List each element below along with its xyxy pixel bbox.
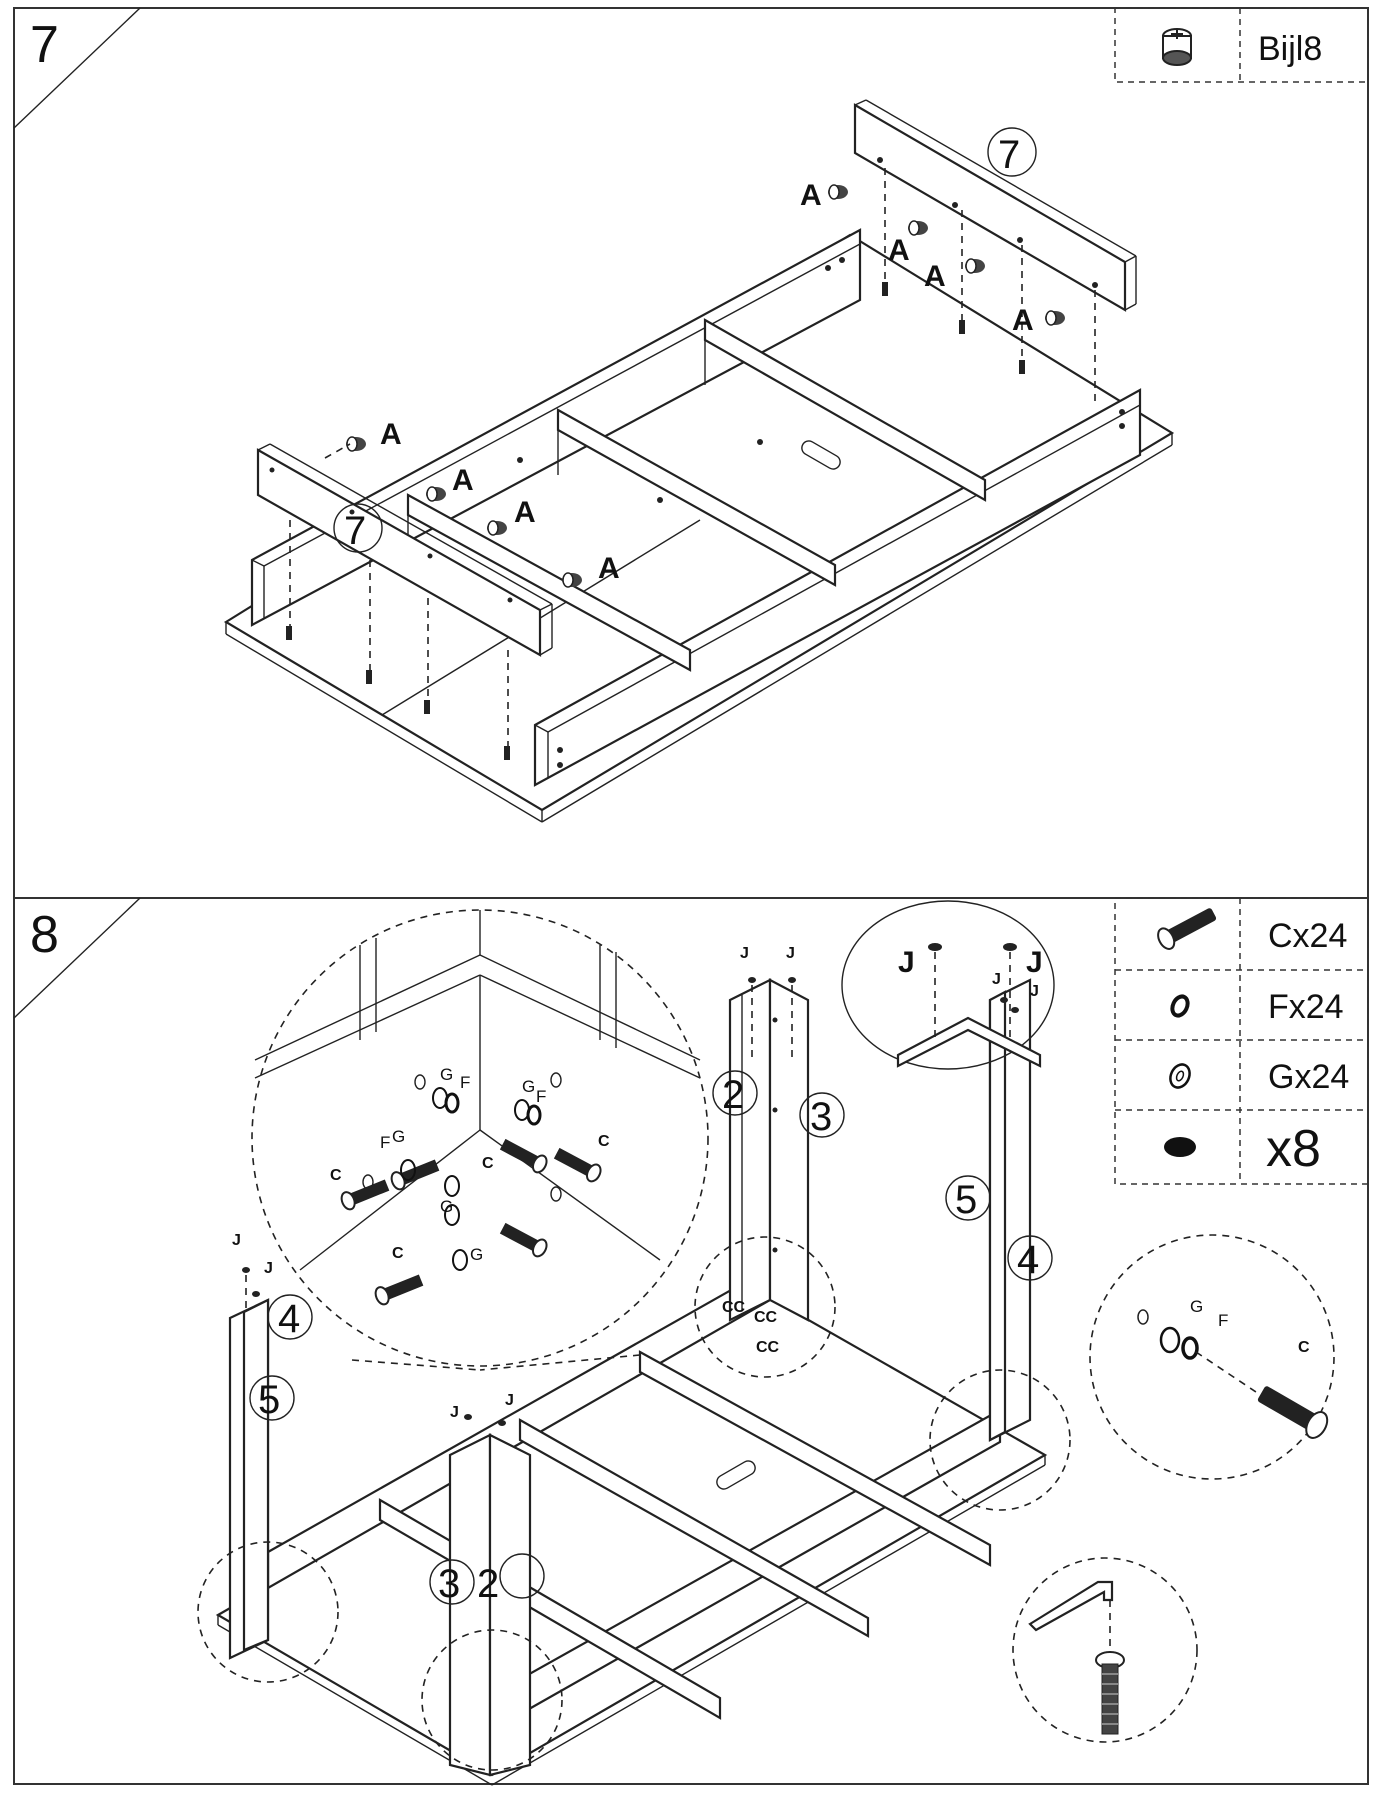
svg-text:G: G <box>440 1065 453 1084</box>
svg-text:J: J <box>740 945 749 962</box>
svg-text:J: J <box>1026 946 1043 979</box>
frame-rails <box>250 228 1142 787</box>
svg-text:CC: CC <box>754 1309 778 1326</box>
bolt-detail-circle: G F C <box>1089 1234 1335 1480</box>
svg-text:G: G <box>440 1197 453 1216</box>
leg-number: 4 <box>1017 1238 1039 1282</box>
svg-text:J: J <box>264 1260 273 1277</box>
svg-text:F: F <box>1218 1311 1228 1330</box>
flat-washer-icon <box>1169 1063 1191 1089</box>
svg-text:C: C <box>1298 1339 1310 1356</box>
panel-7-marker-right: 7 <box>987 127 1037 177</box>
allen-key-detail <box>1012 1557 1198 1743</box>
leg-number: 3 <box>438 1562 460 1606</box>
cam-label-a: A <box>888 234 910 267</box>
svg-text:C: C <box>598 1133 610 1150</box>
legend-label-bolt: Cx24 <box>1268 917 1347 955</box>
table-frame <box>215 1266 1048 1786</box>
svg-text:J: J <box>898 946 915 979</box>
step-7-panel: 7 Bijl8 <box>13 7 1369 899</box>
corner-detail-circle: G F G F F G G G C C C C <box>251 909 709 1367</box>
step-7-corner-divider <box>13 7 141 129</box>
leg-markers: 2 3 5 4 4 5 3 2 <box>249 1070 1053 1606</box>
table-legs <box>228 978 1032 1777</box>
leg-number: 2 <box>477 1562 499 1606</box>
cam-label-a: A <box>1012 304 1034 337</box>
end-panel-left <box>256 443 553 760</box>
svg-text:C: C <box>392 1245 404 1262</box>
cam-label-a: A <box>514 496 536 529</box>
svg-text:C: C <box>482 1155 494 1172</box>
svg-text:7: 7 <box>998 133 1020 177</box>
legend-label-spring-washer: Fx24 <box>1268 988 1344 1026</box>
cam-lock-icon <box>1162 28 1192 66</box>
svg-text:G: G <box>522 1077 535 1096</box>
cap-icon <box>1164 1137 1196 1157</box>
cam-label-a: A <box>380 418 402 451</box>
cam-locks: A A A A A A A A <box>324 179 1065 588</box>
legend-label-cap: x8 <box>1266 1120 1321 1178</box>
step-8-panel: 8 Cx24 Fx24 Gx24 <box>13 897 1369 1786</box>
cam-label-a: A <box>598 552 620 585</box>
svg-text:7: 7 <box>344 509 366 553</box>
cam-label-a: A <box>452 464 474 497</box>
cap-detail-circle: J J <box>841 900 1055 1070</box>
spring-washer-icon <box>1170 994 1190 1018</box>
panel-7-marker-left: 7 <box>333 503 383 553</box>
leg-number: 4 <box>278 1297 300 1341</box>
cam-label-a: A <box>924 260 946 293</box>
end-panel-right <box>853 99 1137 405</box>
leg-number: 3 <box>810 1095 832 1139</box>
svg-text:J: J <box>992 971 1001 988</box>
svg-text:J: J <box>450 1404 459 1421</box>
hardware-box-outline <box>1114 7 1369 83</box>
svg-text:CC: CC <box>722 1299 746 1316</box>
svg-text:F: F <box>380 1133 390 1152</box>
hardware-label: Bijl8 <box>1258 30 1322 68</box>
svg-text:J: J <box>505 1392 514 1409</box>
legend-outline <box>1114 897 1369 1185</box>
svg-text:C: C <box>330 1167 342 1184</box>
corner-bolts: CC CC CC <box>694 1236 836 1378</box>
cam-label-a: A <box>800 179 822 212</box>
svg-text:G: G <box>392 1127 405 1146</box>
svg-text:CC: CC <box>756 1339 780 1356</box>
svg-text:F: F <box>536 1087 546 1106</box>
step-8-corner-divider <box>13 897 141 1019</box>
svg-text:G: G <box>470 1245 483 1264</box>
legend-label-flat-washer: Gx24 <box>1268 1058 1349 1096</box>
allen-bolt-icon <box>1095 1651 1125 1735</box>
leg-number: 5 <box>955 1178 977 1222</box>
step-7-hardware-box: Bijl8 <box>1114 7 1369 83</box>
svg-text:J: J <box>232 1232 241 1249</box>
svg-text:J: J <box>1030 983 1039 1000</box>
step-8-number: 8 <box>30 906 59 964</box>
leg-number: 5 <box>258 1378 280 1422</box>
svg-text:G: G <box>1190 1297 1203 1316</box>
bolt-icon <box>1157 908 1217 950</box>
hardware-legend: Cx24 Fx24 Gx24 x8 <box>1114 897 1369 1185</box>
step-8-frame <box>13 897 1369 1785</box>
svg-text:F: F <box>460 1073 470 1092</box>
leg-number: 2 <box>722 1073 744 1117</box>
svg-text:J: J <box>786 945 795 962</box>
step-7-number: 7 <box>30 16 59 74</box>
cap-markers: J J J J J J J J <box>232 945 1039 1426</box>
